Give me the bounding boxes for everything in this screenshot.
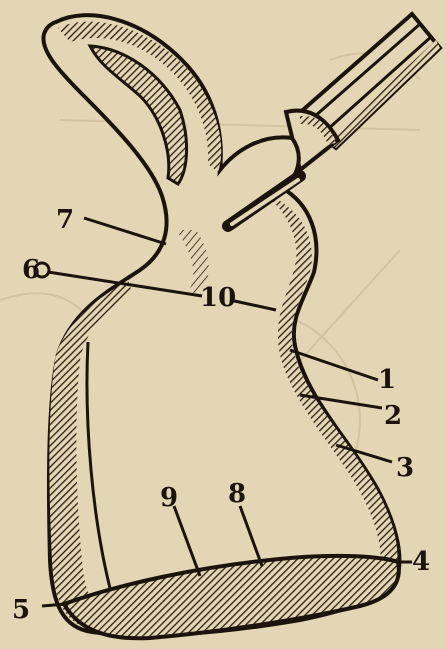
label-9: 9 <box>160 483 178 513</box>
label-6: 6 <box>22 255 40 285</box>
label-4: 4 <box>412 547 430 577</box>
label-5: 5 <box>12 595 30 625</box>
retort-neck <box>286 14 440 170</box>
label-8: 8 <box>228 479 246 509</box>
label-10: 10 <box>200 283 236 313</box>
leader-7 <box>84 218 166 244</box>
label-1: 1 <box>378 365 396 395</box>
label-7: 7 <box>56 205 74 235</box>
leader-5 <box>42 604 66 606</box>
label-3: 3 <box>396 453 414 483</box>
label-2: 2 <box>384 401 402 431</box>
